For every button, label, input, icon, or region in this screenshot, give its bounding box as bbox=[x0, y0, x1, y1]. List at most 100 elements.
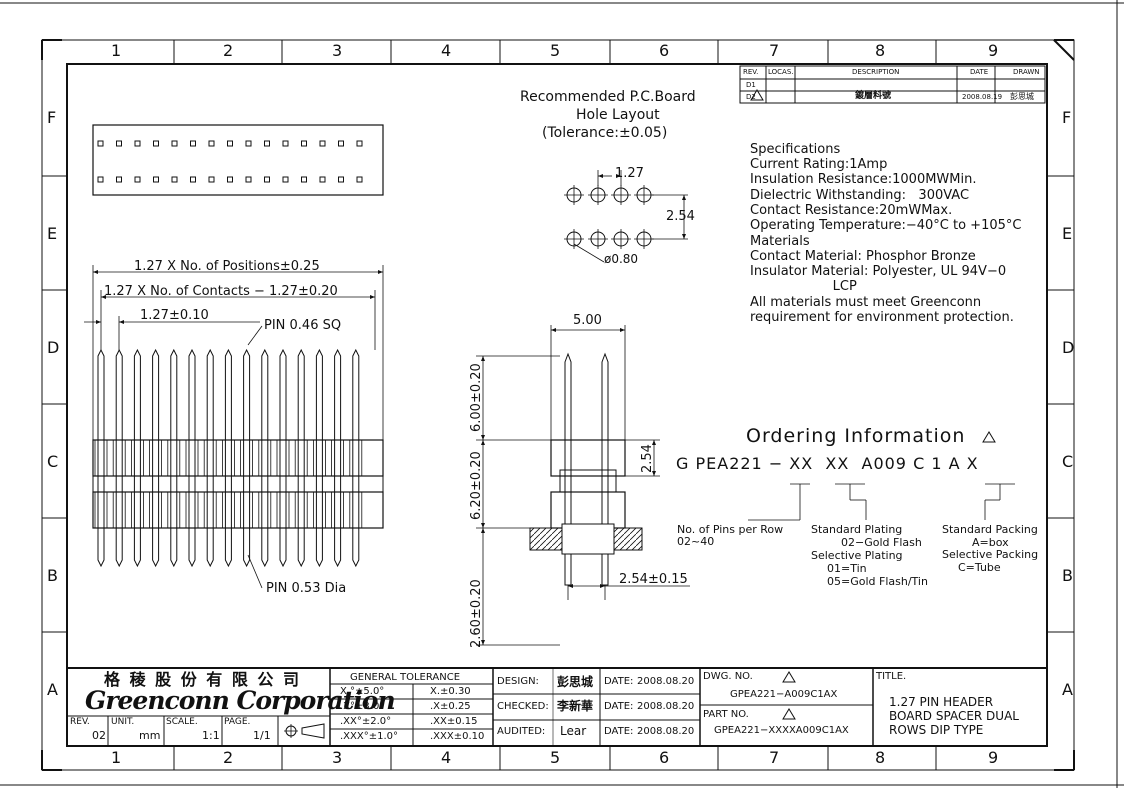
dim-row-spacing: 2.54 bbox=[666, 209, 695, 224]
pin-sq-label: PIN 0.46 SQ bbox=[264, 318, 342, 333]
dim-pcb-pitch: 2.54±0.15 bbox=[619, 572, 688, 587]
tolerance-linear: X.±0.30 bbox=[430, 686, 471, 697]
ordering-code: G PEA221 − XX XX A009 C 1 A X bbox=[676, 454, 979, 473]
header-pin bbox=[152, 348, 160, 568]
spec-line: requirement for environment protection. bbox=[750, 310, 1014, 325]
housing-lower bbox=[92, 491, 384, 529]
dimension-arrow bbox=[616, 174, 621, 178]
title-line: ROWS DIP TYPE bbox=[889, 723, 984, 737]
header-pin bbox=[279, 348, 287, 568]
dimension-arrow bbox=[481, 640, 485, 645]
packing: C=Tube bbox=[958, 561, 1001, 574]
revision-triangle-icon bbox=[750, 89, 764, 101]
dimension-arrow bbox=[481, 440, 485, 445]
spec-line: Insulation Resistance:1000MWMin. bbox=[750, 172, 977, 188]
grid-row-label: C bbox=[1062, 452, 1074, 471]
dim-hole-dia: ø0.80 bbox=[604, 252, 639, 266]
spec-line: Contact Resistance:20mWMax. bbox=[750, 202, 953, 218]
connector-top-view bbox=[92, 124, 384, 196]
revision-cell: 鍍層料號 bbox=[855, 91, 892, 101]
dimension-arrow bbox=[682, 195, 686, 200]
pin-square bbox=[319, 176, 326, 183]
dimension-arrow bbox=[620, 328, 625, 332]
spec-line: Materials bbox=[750, 233, 810, 249]
grid-column-label: 2 bbox=[223, 41, 234, 60]
design-name: 彭思城 bbox=[557, 675, 594, 689]
pin-square bbox=[301, 176, 307, 183]
dimension-arrow bbox=[378, 270, 383, 274]
pin-square bbox=[171, 176, 178, 183]
line-28 bbox=[573, 243, 605, 263]
plating: 05=Gold Flash/Tin bbox=[827, 575, 928, 588]
tolerance-linear: .XXX±0.10 bbox=[430, 731, 485, 742]
header-pin bbox=[133, 348, 141, 568]
scale-label: SCALE. bbox=[166, 717, 198, 727]
plating: 01=Tin bbox=[827, 562, 867, 575]
pin-square bbox=[245, 176, 252, 183]
spec-line: Dielectric Withstanding: 300VAC bbox=[750, 187, 970, 203]
corner-bracket bbox=[1053, 39, 1075, 61]
pin-square bbox=[208, 176, 215, 183]
dim-pitch: 1.27±0.10 bbox=[140, 308, 209, 323]
spec-line: LCP bbox=[750, 279, 857, 295]
pins-label: No. of Pins per Row bbox=[677, 523, 784, 536]
pin-square bbox=[264, 140, 270, 147]
dimension-arrow bbox=[93, 270, 98, 274]
pin-square bbox=[356, 176, 363, 183]
design-label: DESIGN: bbox=[497, 676, 539, 687]
pin-square bbox=[153, 176, 159, 183]
header-pin bbox=[297, 348, 305, 568]
pin-square bbox=[338, 176, 344, 183]
header-pin bbox=[115, 348, 123, 568]
title-label: TITLE. bbox=[876, 671, 907, 682]
revision-triangle-icon bbox=[982, 431, 996, 443]
dimension-arrow bbox=[101, 295, 106, 299]
grid-row-label: F bbox=[1062, 108, 1072, 127]
pin-square bbox=[227, 176, 233, 183]
header-pin bbox=[97, 348, 105, 568]
packing: A=box bbox=[972, 536, 1009, 549]
corner-bracket bbox=[1054, 750, 1075, 771]
header-pin bbox=[224, 348, 232, 568]
grid-row-label: A bbox=[1062, 680, 1073, 699]
dimension-arrow bbox=[481, 356, 485, 361]
dim-top: 6.00±0.20 bbox=[469, 363, 484, 432]
dimension-arrow bbox=[568, 584, 573, 588]
grid-row-label: D bbox=[47, 338, 60, 357]
pin-square bbox=[301, 140, 307, 147]
checked-label: CHECKED: bbox=[497, 701, 549, 712]
header-pin bbox=[334, 348, 342, 568]
revision-cell: 彭思城 bbox=[1010, 92, 1034, 101]
grid-column-label: 4 bbox=[441, 748, 452, 767]
pin-square bbox=[245, 140, 252, 147]
date-design: 2008.08.20 bbox=[637, 676, 695, 687]
grid-column-label: 2 bbox=[223, 748, 234, 767]
tolerance-angle: .X°±3.0° bbox=[340, 701, 385, 712]
date-checked: 2008.08.20 bbox=[637, 701, 695, 712]
pin-square bbox=[116, 176, 122, 183]
dimension-arrow bbox=[481, 435, 485, 440]
spec-title: Specifications bbox=[750, 142, 841, 157]
date-label: DATE: bbox=[604, 676, 634, 687]
pin-square bbox=[356, 140, 363, 147]
checked-name: 李新華 bbox=[557, 699, 594, 713]
title-line: 1.27 PIN HEADER bbox=[889, 695, 994, 709]
plating: Standard Plating bbox=[811, 523, 903, 536]
date-label: DATE: bbox=[604, 726, 634, 737]
rev-label: REV. bbox=[70, 717, 90, 727]
dim-width: 5.00 bbox=[573, 313, 602, 328]
pin-square bbox=[282, 140, 289, 147]
grid-row-label: C bbox=[47, 452, 59, 471]
revision-header: DESCRIPTION bbox=[852, 68, 900, 76]
header-pin bbox=[315, 348, 323, 568]
grid-column-label: 8 bbox=[875, 748, 886, 767]
part-label: PART NO. bbox=[703, 709, 749, 720]
pin-square bbox=[171, 140, 178, 147]
packing: Standard Packing bbox=[942, 523, 1038, 536]
title-block bbox=[66, 667, 1048, 747]
unit-value: mm bbox=[139, 729, 161, 742]
housing-upper bbox=[92, 439, 384, 477]
dimension-arrow bbox=[370, 295, 375, 299]
grid-row-label: E bbox=[47, 224, 58, 243]
